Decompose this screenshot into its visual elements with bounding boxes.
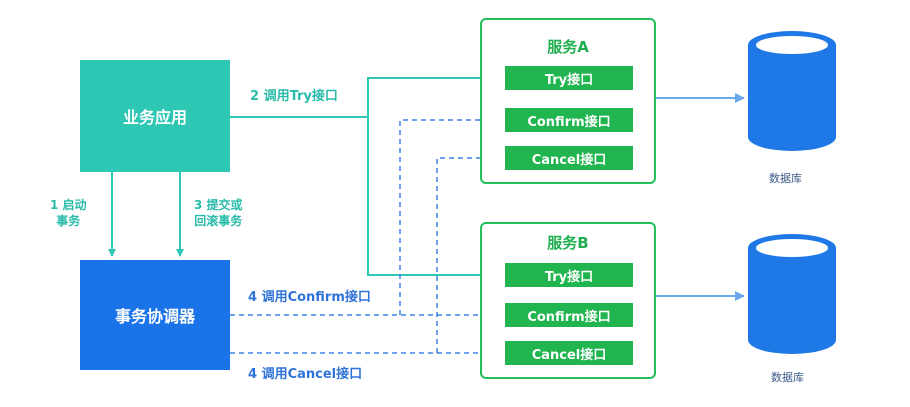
commit-rollback-line2: 回滚事务 bbox=[194, 214, 243, 228]
service-a-confirm-interface: Confirm接口 bbox=[505, 108, 633, 132]
cancel-call-lines bbox=[230, 154, 501, 357]
service-a-title: 服务A bbox=[547, 38, 589, 56]
service-b-title: 服务B bbox=[547, 234, 589, 252]
database-a-icon bbox=[748, 31, 836, 151]
commit-rollback-line1: 3 提交或 bbox=[194, 198, 243, 212]
call-cancel-label: 4 调用Cancel接口 bbox=[248, 367, 363, 382]
try-call-lines bbox=[230, 74, 501, 279]
database-b-icon bbox=[748, 234, 836, 354]
business-app-box: 业务应用 bbox=[80, 60, 230, 172]
commit-rollback-label: 3 提交或 回滚事务 bbox=[194, 197, 243, 229]
call-confirm-label: 4 调用Confirm接口 bbox=[248, 290, 371, 305]
call-try-label: 2 调用Try接口 bbox=[250, 89, 338, 104]
transaction-coordinator-box: 事务协调器 bbox=[80, 260, 230, 370]
service-b-try-interface: Try接口 bbox=[505, 263, 633, 287]
confirm-call-lines bbox=[230, 116, 501, 319]
service-b-confirm-interface: Confirm接口 bbox=[505, 303, 633, 327]
business-app-label: 业务应用 bbox=[122, 108, 187, 127]
start-transaction-label: 1 启动 事务 bbox=[50, 197, 87, 229]
start-transaction-line1: 1 启动 bbox=[50, 198, 87, 212]
service-a-try-interface: Try接口 bbox=[505, 66, 633, 90]
coordinator-label: 事务协调器 bbox=[114, 307, 195, 326]
service-b-cancel-interface: Cancel接口 bbox=[505, 341, 633, 365]
database-a-label: 数据库 bbox=[769, 172, 802, 185]
service-a-cancel-interface: Cancel接口 bbox=[505, 146, 633, 170]
start-transaction-line2: 事务 bbox=[56, 214, 81, 228]
database-b-label: 数据库 bbox=[771, 371, 804, 384]
